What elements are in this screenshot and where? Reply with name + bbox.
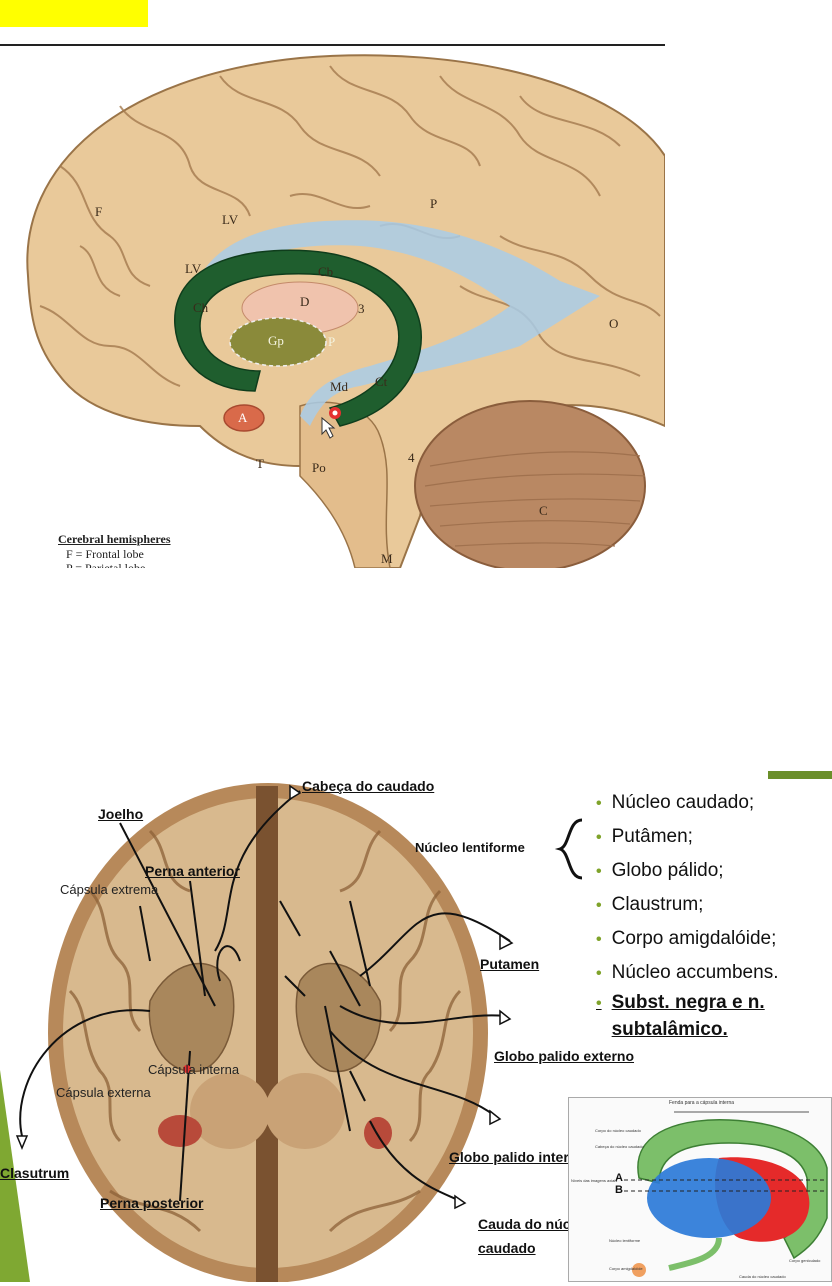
annotation-joelho: Joelho: [98, 806, 144, 822]
brain-illustration: [0, 46, 665, 568]
axial-slice-figure: [0, 771, 832, 1282]
label-Po: Po: [312, 460, 326, 475]
inset-label-A: A: [615, 1172, 623, 1184]
annotation-perna-anterior: Perna anterior: [145, 863, 240, 879]
axial-brain-illustration: [15, 783, 514, 1282]
label-M: M: [381, 551, 393, 566]
bullet-icon: •: [596, 965, 602, 982]
label-P-small: P: [328, 334, 336, 349]
list-item: •Corpo amigdalóide;: [596, 928, 777, 949]
accent-triangle: [0, 1070, 30, 1282]
bullet-icon: •: [596, 795, 602, 812]
inset-label: Níveis das imagens axiais: [571, 1178, 618, 1183]
label-Gp: Gp: [268, 333, 284, 348]
label-P-parietal: P: [430, 196, 438, 211]
caudate-inset-diagram: Fenda para a cápsula interna A B Corpo d…: [568, 1097, 832, 1282]
caudate-diagram: [624, 1111, 828, 1277]
list-item: •Núcleo accumbens.: [596, 962, 779, 983]
legend-line-1: F = Frontal lobe: [66, 547, 144, 561]
list-item: •Claustrum;: [596, 894, 704, 915]
annotation-cauda-line1: Cauda do núcleo: [478, 1216, 591, 1232]
inset-label-B: B: [615, 1184, 623, 1196]
label-O: O: [609, 316, 619, 331]
inset-title: Fenda para a cápsula interna: [669, 1100, 735, 1106]
label-F: F: [95, 204, 103, 219]
annotation-globo-palido-externo: Globo palido externo: [494, 1048, 635, 1064]
label-Ch: Ch: [193, 300, 209, 315]
annotation-clasutrum: Clasutrum: [0, 1165, 70, 1181]
basal-ganglia-list: •Núcleo caudado; •Putâmen; •Globo pálido…: [596, 786, 778, 1044]
legend-title: Cerebral hemispheres: [58, 532, 171, 546]
inset-label: Corpo do núcleo caudado: [595, 1128, 641, 1133]
list-item-emphasis: •Subst. negra e n.: [596, 992, 765, 1013]
bullet-icon: •: [596, 897, 602, 914]
bullet-icon: •: [596, 829, 602, 846]
label-LV-lower: LV: [185, 261, 202, 276]
brace-icon: [554, 818, 583, 880]
sagittal-brain-figure: F LV LV P Cb D 3 Ch Gp P O Md Ct A T Po …: [0, 44, 665, 568]
label-Cb: Cb: [318, 264, 334, 279]
label-A: A: [238, 410, 248, 425]
annotation-perna-posterior: Perna posterior: [100, 1195, 204, 1211]
annotation-capsula-extrema: Cápsula extrema: [60, 882, 159, 897]
bullet-icon: •: [596, 863, 602, 880]
label-C: C: [539, 503, 548, 518]
label-T: T: [256, 456, 264, 471]
label-Md: Md: [330, 379, 349, 394]
label-3: 3: [358, 301, 365, 316]
inset-label: Cauda do núcleo caudado: [739, 1274, 786, 1279]
list-item-emphasis-cont: •subtalâmico.: [611, 1019, 728, 1040]
annotation-capsula-externa: Cápsula externa: [56, 1085, 151, 1100]
annotation-putamen: Putamen: [480, 956, 540, 972]
annotation-capsula-interna: Cápsula interna: [148, 1062, 240, 1077]
inset-label: Cabeça do núcleo caudado: [595, 1144, 644, 1149]
accent-tab: [768, 771, 832, 779]
list-item: •Núcleo caudado;: [596, 792, 755, 813]
label-LV-upper: LV: [222, 212, 239, 227]
legend-line-2: P = Parietal lobe: [66, 561, 146, 568]
list-item: •Putâmen;: [596, 826, 693, 847]
label-Ct: Ct: [375, 374, 388, 389]
inset-label: Corpo geniculado: [789, 1258, 821, 1263]
label-D: D: [300, 294, 310, 309]
list-item: •Globo pálido;: [596, 860, 724, 881]
bullet-icon: •: [596, 995, 602, 1012]
annotation-globo-palido-interno: Globo palido interno: [449, 1149, 586, 1165]
label-nucleo-lentiforme: Núcleo lentiforme: [415, 840, 525, 855]
annotation-cauda-line2: caudado: [478, 1240, 536, 1256]
yellow-highlight: [0, 0, 148, 27]
bullet-icon: •: [596, 931, 602, 948]
inset-label: Corpo amigdalóide: [609, 1266, 643, 1271]
inset-label: Núcleo lentiforme: [609, 1238, 641, 1243]
label-4: 4: [408, 450, 415, 465]
annotation-cabeca-do-caudado: Cabeça do caudado: [302, 778, 435, 794]
